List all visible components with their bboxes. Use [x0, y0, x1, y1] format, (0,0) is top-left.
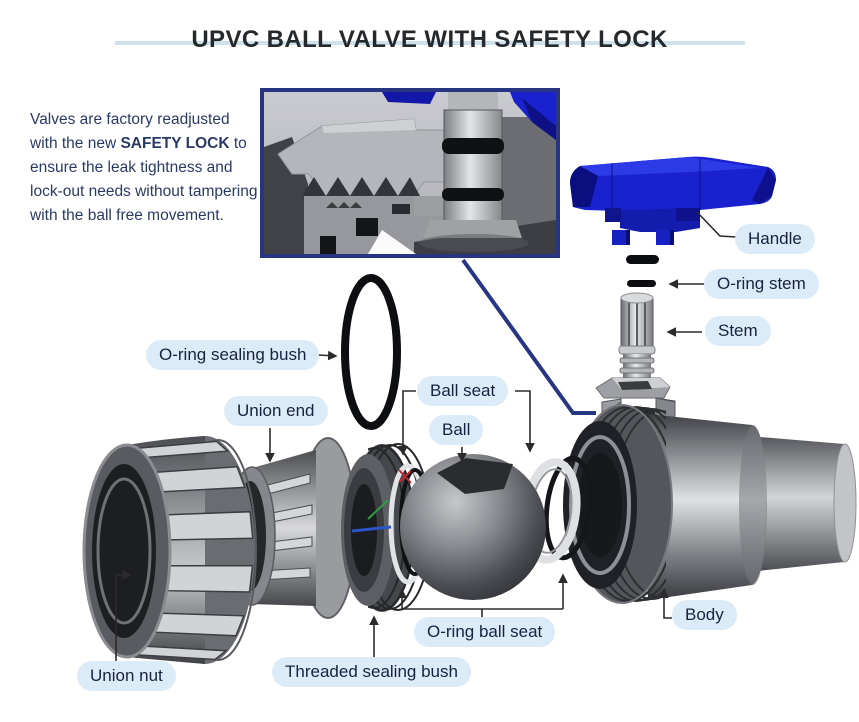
oring-sealing-bush-pointer — [317, 350, 338, 361]
inset-blue-shade — [522, 98, 556, 140]
inset-base-shadow — [419, 234, 529, 252]
inset-block-highlight — [322, 119, 416, 133]
intro-paragraph: Valves are factory readjusted with the n… — [30, 108, 260, 228]
handle-part — [570, 156, 776, 245]
inset-oring-band-2 — [442, 188, 504, 201]
inset-small-teeth — [326, 202, 362, 208]
label-oring-stem: O-ring stem — [704, 269, 819, 299]
intro-text-pre: Valves are factory readjusted with the n… — [30, 111, 230, 152]
inset-stem-cylinder — [443, 109, 503, 229]
ball-seat-pointer-right — [515, 390, 535, 453]
axis-gizmo — [351, 469, 412, 533]
label-handle: Handle — [735, 224, 815, 254]
label-ball-seat: Ball seat — [417, 376, 509, 406]
page-title: UPVC BALL VALVE WITH SAFETY LOCK — [191, 26, 668, 53]
oring-stem-part — [626, 255, 659, 287]
label-union-end: Union end — [224, 396, 328, 426]
handle-pointer — [696, 211, 737, 238]
label-body: Body — [672, 600, 737, 630]
inset-hole-2 — [320, 236, 336, 254]
body-pointer — [659, 588, 672, 619]
ball-seat-pointer-left — [398, 390, 416, 456]
label-ball: Ball — [429, 415, 484, 445]
inset-thread-teeth — [302, 177, 420, 196]
union-nut-part — [82, 436, 257, 664]
inset-hole-1 — [356, 218, 378, 236]
body-part — [563, 397, 857, 604]
pointer-lines — [115, 211, 737, 666]
inset-callout-line — [461, 258, 596, 415]
oring-sealing-bush-part — [341, 274, 401, 430]
ball-part — [400, 454, 546, 600]
inset-white-gap — [368, 230, 416, 254]
label-oring-sealing-bush: O-ring sealing bush — [146, 340, 320, 370]
intro-text-post: to ensure the leak tightness and lock-ou… — [30, 135, 258, 224]
title-underline-rule — [115, 41, 745, 45]
label-union-nut: Union nut — [77, 661, 176, 691]
inset-blue-piece — [382, 92, 436, 104]
inset-cross-section-drawing — [264, 92, 556, 254]
oring-ball-seat-bracket — [402, 608, 563, 618]
label-oring-ball-seat: O-ring ball seat — [414, 617, 556, 647]
inset-hole-3 — [392, 204, 410, 214]
inset-cyl-top — [448, 92, 498, 112]
inset-oring-band-1 — [442, 138, 504, 154]
label-threaded-sealing-bush: Threaded sealing bush — [272, 657, 471, 687]
union-nut-pointer — [115, 570, 132, 666]
stem-part — [595, 292, 671, 399]
label-stem: Stem — [705, 316, 771, 346]
intro-text-bold: SAFETY LOCK — [120, 135, 230, 152]
inset-cyl-base — [424, 220, 522, 238]
safety-lock-inset-image — [260, 88, 560, 258]
